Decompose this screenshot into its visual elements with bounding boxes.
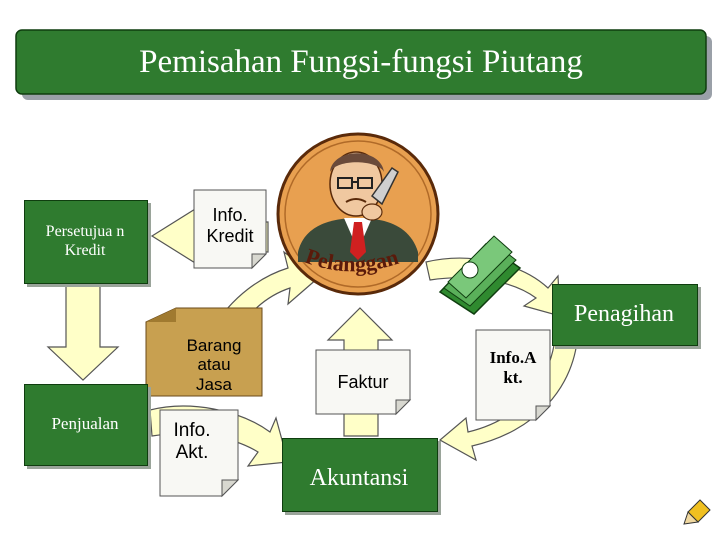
penagihan-label: Penagihan <box>574 300 674 327</box>
doc-barang-label: Barang atau Jasa <box>186 335 242 394</box>
page-title: Pemisahan Fungsi-fungsi Piutang <box>139 43 583 80</box>
pencil-corner-icon <box>683 499 711 525</box>
penagihan-box <box>552 284 698 346</box>
penjualan-label: Penjualan <box>51 414 119 433</box>
pelanggan-phone-man-icon <box>276 132 440 296</box>
money-stack-icon <box>438 235 522 315</box>
penjualan-box <box>24 384 148 466</box>
doc-faktur-label: Faktur <box>337 371 389 392</box>
persetujuan-kredit-box <box>24 200 148 284</box>
persetujuan-kredit-label: Persetujua n Kredit <box>45 222 125 259</box>
doc-info-kredit-label: Info. Kredit <box>206 205 254 246</box>
akuntansi-box <box>282 438 438 512</box>
akuntansi-label: Akuntansi <box>309 464 409 491</box>
title-bar <box>15 29 707 95</box>
doc-info-akt-label: Info. Akt. <box>173 420 211 463</box>
doc-info-akt-2-label: Info.A kt. <box>489 348 537 387</box>
arrow-down-to-penjualan <box>46 284 120 381</box>
